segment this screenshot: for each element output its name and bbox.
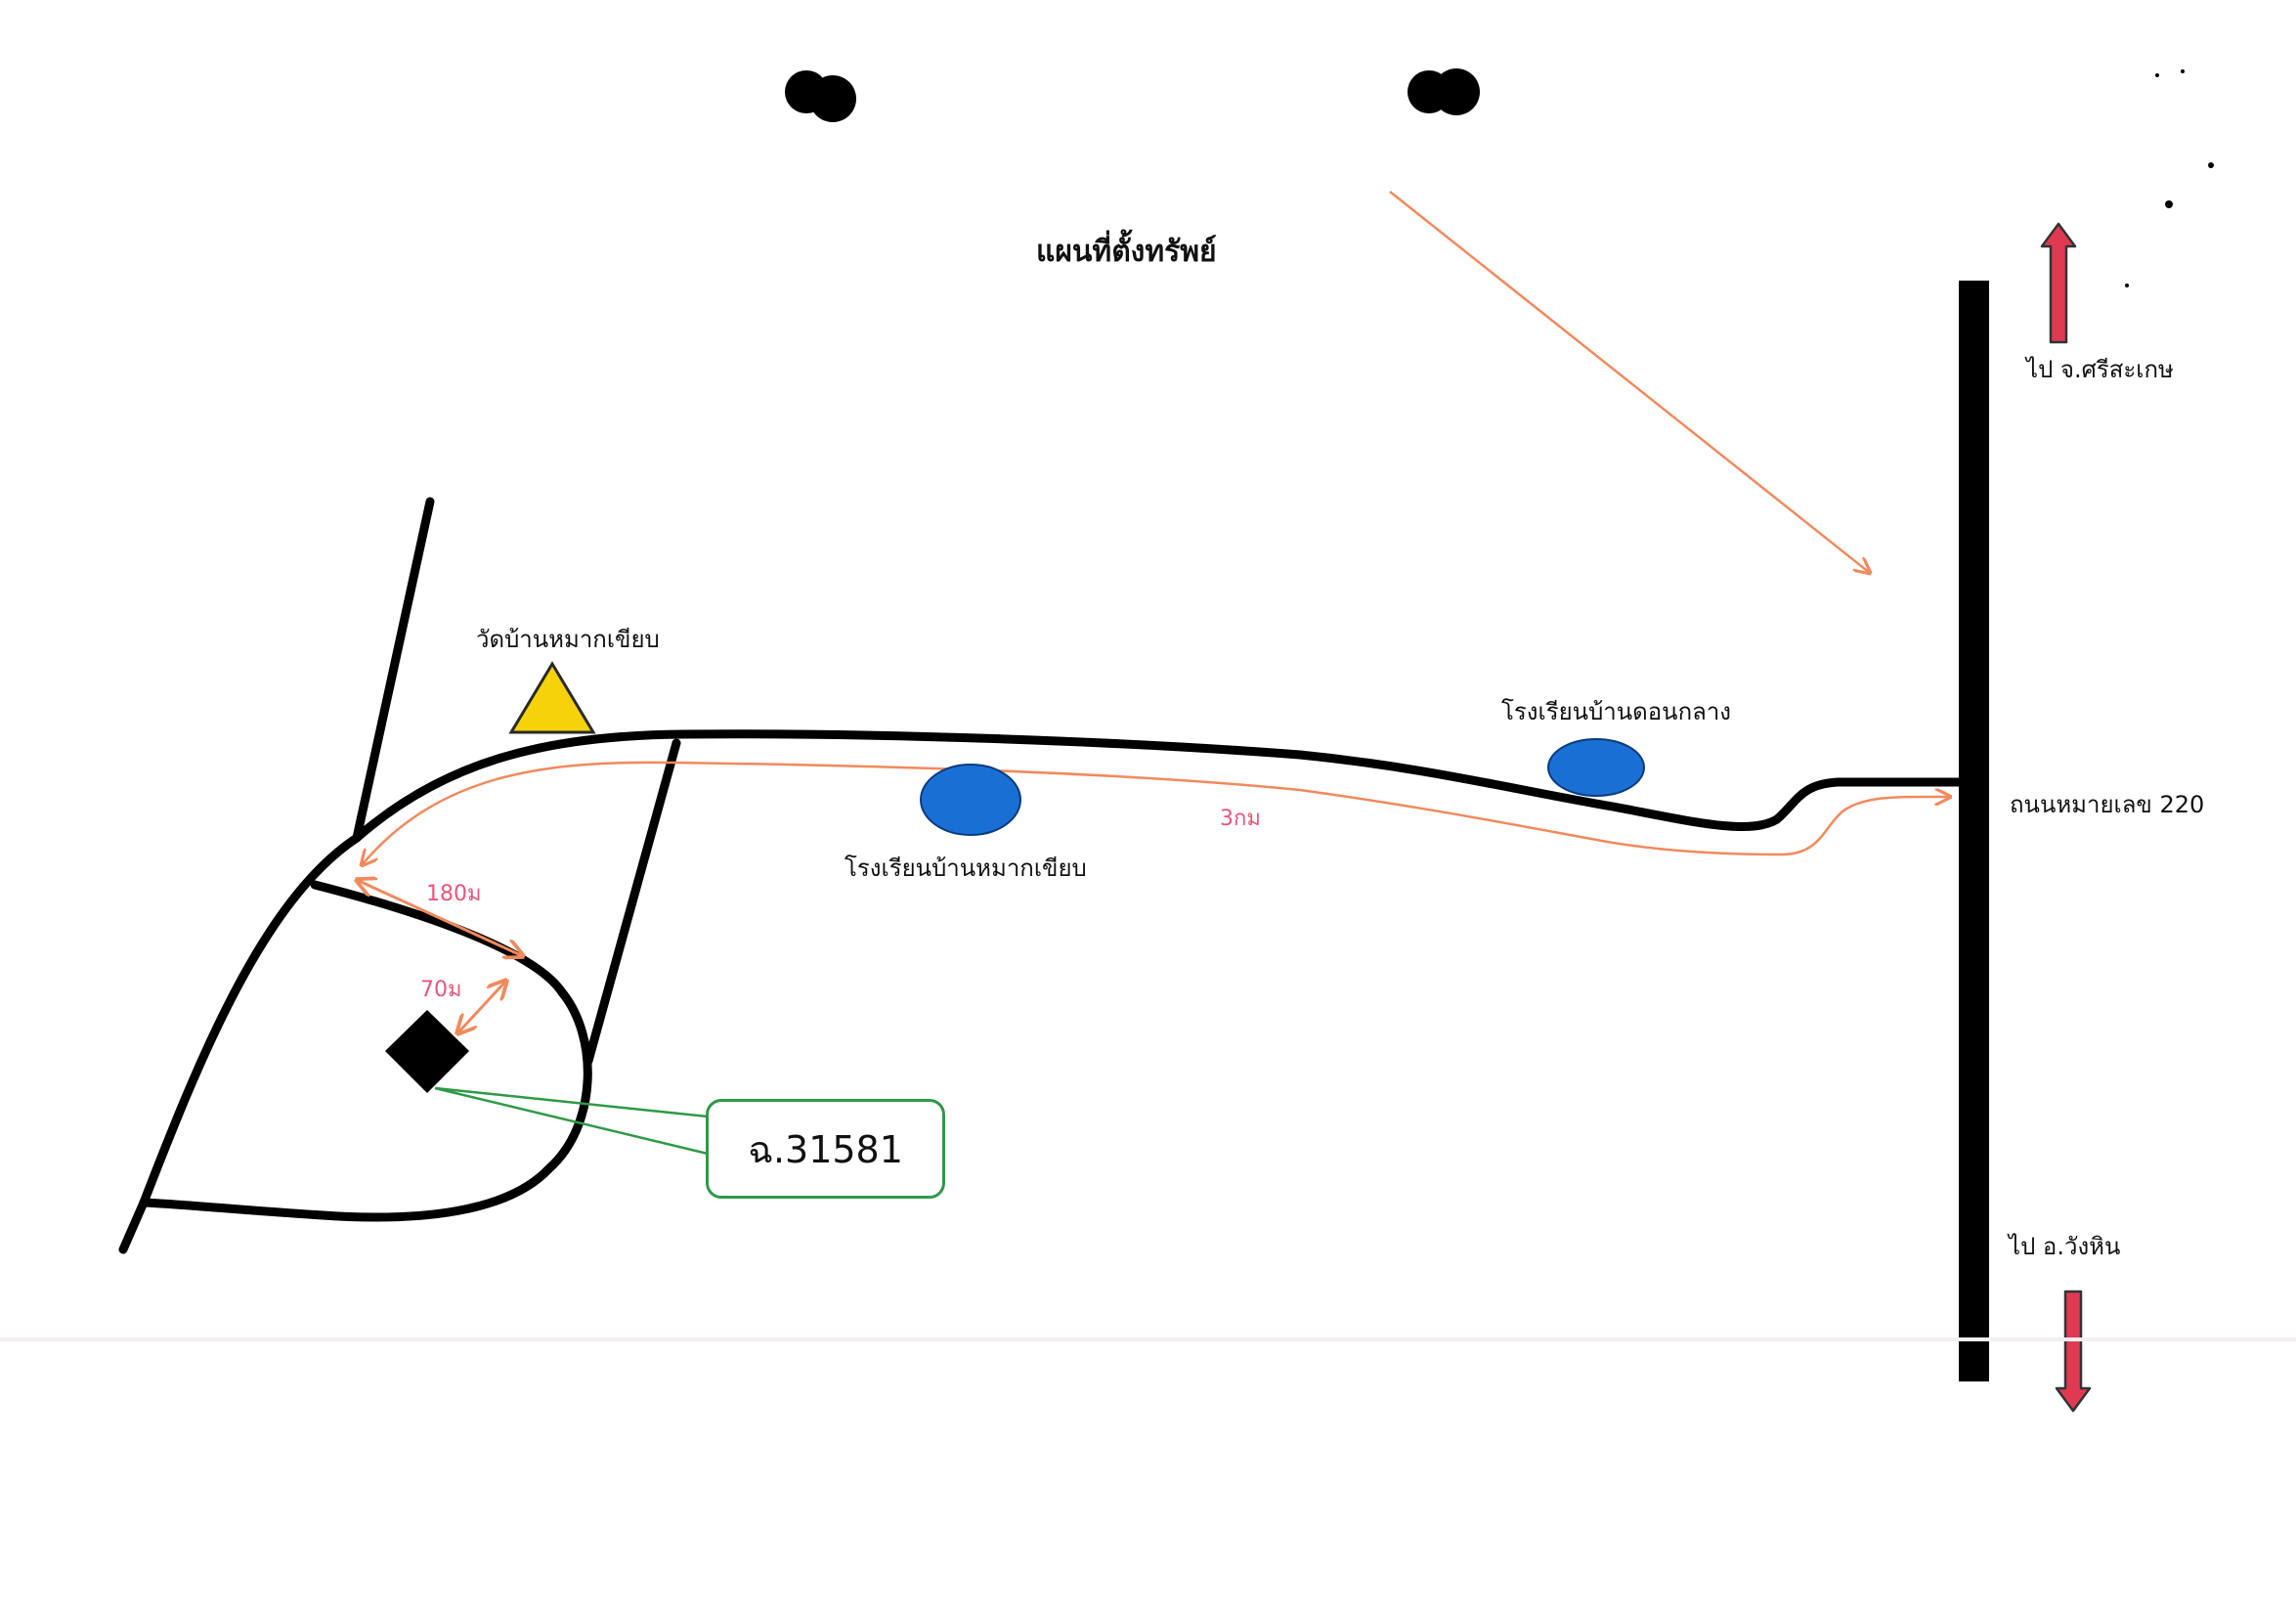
highway-220 — [1959, 281, 1989, 1381]
ellipse-icon — [920, 764, 1021, 836]
north-side-road — [352, 497, 435, 843]
route-arrow-3km — [362, 761, 1950, 865]
fold-line — [0, 1337, 2296, 1341]
callout-leader-lines — [434, 1086, 709, 1156]
triangle-icon — [508, 661, 596, 734]
east-branch-road — [584, 738, 681, 1066]
arrow-icon — [2040, 222, 2077, 344]
distance-main-label: 3กม — [1220, 807, 1261, 831]
north-destination-label: ไป จ.ศรีสะเกษ — [2026, 356, 2174, 383]
temple-label: วัดบ้านหมากเขียบ — [476, 626, 660, 653]
school-don-klang-label: โรงเรียนบ้านดอนกลาง — [1501, 698, 1732, 725]
school-mak-khiap-label: โรงเรียนบ้านหมากเขียบ — [845, 854, 1087, 882]
distance-plot-label: 70ม — [420, 978, 462, 1002]
south-destination-label: ไป อ.วังหิน — [2009, 1233, 2121, 1260]
north-pointer-line — [1389, 191, 1870, 573]
southwest-road — [118, 1198, 149, 1254]
scan-specks — [2125, 69, 2214, 287]
distance-arrow-180m — [357, 880, 523, 956]
plot-callout: ฉ.31581 — [706, 1099, 945, 1199]
ellipse-icon — [1547, 738, 1645, 797]
plot-number: ฉ.31581 — [748, 1127, 903, 1171]
arrow-icon — [2055, 1290, 2092, 1413]
punch-holes — [785, 68, 1480, 122]
west-curve-road — [139, 833, 362, 1207]
main-road — [352, 729, 1964, 843]
distance-arrow-70m — [457, 981, 506, 1033]
distance-branch-label: 180ม — [426, 882, 482, 906]
diamond-icon — [385, 1010, 469, 1093]
highway-label: ถนนหมายเลข 220 — [2010, 791, 2205, 818]
map-title: แผนที่ตั้งทรัพย์ — [1036, 235, 1217, 269]
